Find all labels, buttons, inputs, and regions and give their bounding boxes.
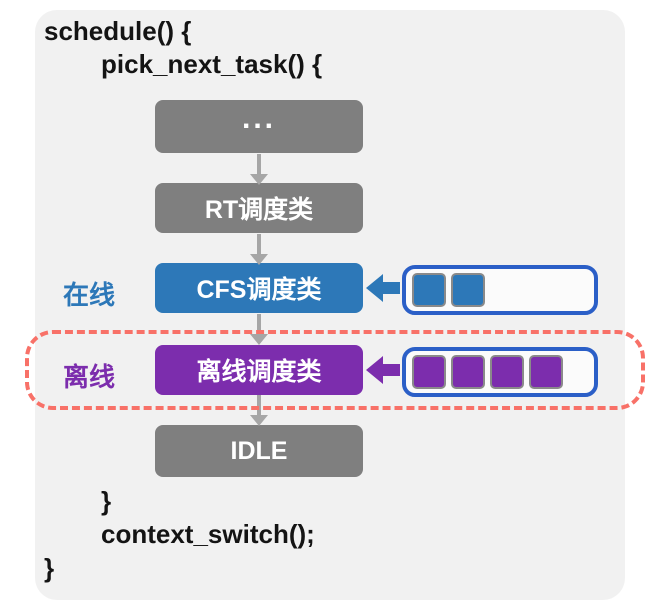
- down-arrow-icon: [249, 154, 269, 185]
- online-row-label: 在线: [63, 280, 116, 310]
- task-square: [451, 273, 485, 307]
- code-inner-close-brace: }: [101, 486, 112, 516]
- offline-run-queue: [402, 347, 598, 397]
- box-rt-class: RT调度类: [155, 183, 363, 233]
- box-idle-class: IDLE: [155, 425, 363, 477]
- code-line-schedule: schedule() {: [44, 16, 192, 46]
- box-cfs-class: CFS调度类: [155, 263, 363, 313]
- code-outer-close-brace: }: [44, 553, 55, 583]
- task-square: [451, 355, 485, 389]
- online-run-queue: [402, 265, 598, 315]
- box-rt-class-label: RT调度类: [204, 196, 314, 224]
- left-arrow-icon: [366, 274, 400, 302]
- task-square: [412, 273, 446, 307]
- box-ellipsis: ...: [155, 100, 363, 153]
- box-idle-class-label: IDLE: [230, 436, 288, 465]
- down-arrow-icon: [249, 234, 269, 265]
- down-arrow-icon: [249, 395, 269, 426]
- left-arrow-icon: [366, 356, 400, 384]
- offline-row-label: 离线: [63, 362, 116, 392]
- box-ellipsis-label: ...: [241, 101, 276, 135]
- task-square: [412, 355, 446, 389]
- down-arrow-icon: [249, 314, 269, 345]
- code-line-pick-next-task: pick_next_task() {: [101, 49, 323, 79]
- offline-highlight-dashed-border: [25, 330, 645, 410]
- box-cfs-class-label: CFS调度类: [196, 276, 322, 304]
- box-offline-class-label: 离线调度类: [196, 358, 322, 386]
- code-line-context-switch: context_switch();: [101, 519, 315, 549]
- task-square: [529, 355, 563, 389]
- task-square: [490, 355, 524, 389]
- box-offline-class: 离线调度类: [155, 345, 363, 395]
